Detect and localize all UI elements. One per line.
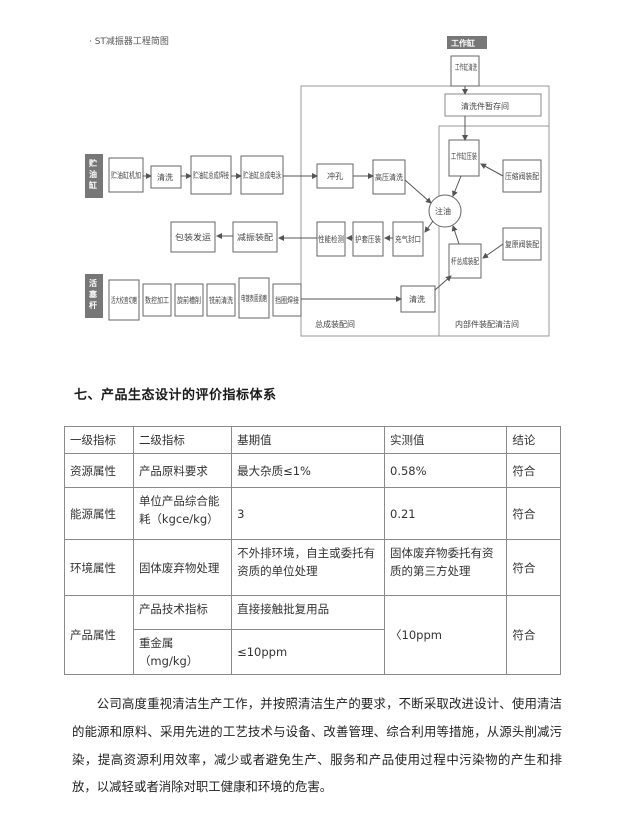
parts-region-label: 内部件装配清洁间	[455, 319, 519, 329]
section-heading: 七、产品生态设计的评价指标体系	[74, 388, 277, 403]
svg-text:贮油缸: 贮油缸	[88, 158, 97, 190]
row-oil-storage: 贮油缸机加 清洗 贮油缸总成焊接 贮油缸总成电泳 冲孔 高压清洗	[108, 155, 432, 204]
table-header: 二级指标	[132, 426, 233, 454]
table-row: 产品属性 产品技术指标 直接接触批复用品 〈10ppm 符合	[64, 595, 561, 675]
node-cyl-press	[448, 139, 480, 177]
work-cylinder-header	[447, 36, 487, 49]
piston-rod-side-label	[85, 274, 103, 318]
node-oil-fill-text: 注油	[435, 206, 451, 216]
table-header-row: 一级指标 二级指标 基期值 实测值 结论	[64, 426, 561, 454]
node-cyl-clean	[450, 55, 480, 87]
table-cell: 0.21	[384, 487, 508, 540]
svg-text:充气封口: 充气封口	[395, 234, 421, 244]
node-restore-valve-text: 复原阀装配	[505, 239, 539, 249]
row-piston-rod: 活大校直切磨 数控加工 旋前槽削 铣前清洗 电镀表面抛磨 挡圈焊接 清洗	[108, 275, 452, 321]
table-cell: 直接接触批复用品	[231, 595, 386, 630]
svg-text:活塞杆: 活塞杆	[88, 278, 98, 310]
table-cell: 能源属性	[64, 487, 134, 540]
svg-text:贮油缸总成焊接: 贮油缸总成焊接	[193, 170, 229, 180]
table-cell: 最大杂质≤1%	[231, 453, 386, 488]
table-cell: 符合	[506, 453, 561, 488]
svg-text:清洗: 清洗	[157, 172, 173, 182]
flow-title: · ST减振器工程简图	[89, 35, 169, 47]
svg-text:贮油缸机加: 贮油缸机加	[111, 170, 141, 180]
svg-text:铣前清洗: 铣前清洗	[209, 295, 233, 305]
node-cleaned-temp-text: 清洗件暂存间	[461, 101, 509, 111]
svg-text:活大校直切磨: 活大校直切磨	[111, 295, 137, 305]
table-cell: 0.58%	[384, 453, 508, 488]
table-cell: 固体废弃物委托有资质的第三方处理	[384, 539, 508, 596]
table-cell: ≤10ppm	[231, 629, 386, 675]
table-cell: 重金属（mg/kg）	[132, 629, 233, 675]
node-piston-asm-text: 杆总成装配	[451, 256, 479, 266]
process-flow-diagram: · ST减振器工程简图 工作缸 总成装配间 内部件装配清洁间 贮油缸 活塞杆 工…	[83, 28, 567, 344]
table-header: 结论	[506, 426, 561, 454]
svg-text:数控加工: 数控加工	[145, 295, 169, 305]
table-cell: 产品技术指标	[132, 595, 233, 630]
svg-text:护套压装: 护套压装	[355, 234, 381, 244]
table-cell: 不外排环境，自主或委托有资质的单位处理	[231, 539, 386, 596]
table-row: 环境属性 固体废弃物处理 不外排环境，自主或委托有资质的单位处理 固体废弃物委托…	[64, 539, 561, 596]
node-oil-fill	[428, 194, 462, 228]
svg-text:减振装配: 减振装配	[237, 232, 273, 242]
table-cell: 符合	[506, 539, 561, 596]
table-cell: 单位产品综合能耗（kgce/kg）	[132, 487, 233, 540]
table-cell: 〈10ppm	[384, 595, 508, 675]
svg-text:旋前槽削: 旋前槽削	[177, 295, 201, 305]
oil-storage-side-label	[85, 154, 103, 198]
svg-text:高压清洗: 高压清洗	[375, 172, 403, 182]
table-cell: 符合	[506, 595, 561, 675]
svg-text:电镀表面抛磨: 电镀表面抛磨	[241, 293, 267, 303]
node-cleaned-temp	[444, 93, 542, 117]
flow-svg: · ST减振器工程简图 工作缸 总成装配间 内部件装配清洁间 贮油缸 活塞杆 工…	[85, 35, 550, 337]
table-cell: 3	[231, 487, 386, 540]
assembly-region-label: 总成装配间	[315, 319, 355, 329]
table-cell: 产品属性	[64, 595, 134, 675]
node-compression-valve-text: 压缩阀装配	[505, 171, 539, 181]
svg-text:挡圈焊接: 挡圈焊接	[275, 295, 299, 305]
table-cell: 环境属性	[64, 539, 134, 596]
table-cell: 符合	[506, 487, 561, 540]
evaluation-table: 一级指标 二级指标 基期值 实测值 结论 资源属性 产品原料要求 最大杂质≤1%…	[64, 426, 561, 675]
node-cyl-press-text: 工作缸压装	[451, 151, 477, 161]
svg-text:贮油缸总成电泳: 贮油缸总成电泳	[243, 170, 281, 180]
body-paragraph: 公司高度重视清洁生产工作，并按照清洁生产的要求，不断采取改进设计、使用清洁的能源…	[72, 696, 562, 795]
table-cell: 固体废弃物处理	[132, 539, 233, 596]
row-assembly: 包装发运 减振装配 性能检测 护套压装 充气封口	[170, 220, 434, 257]
parts-region	[438, 125, 550, 337]
table-header: 实测值	[384, 426, 508, 454]
table-row: 重金属（mg/kg） ≤10ppm	[65, 629, 561, 675]
svg-text:清洗: 清洗	[409, 294, 425, 304]
node-compression-valve	[502, 159, 542, 193]
table-header: 一级指标	[64, 426, 134, 454]
node-cyl-clean-text: 工作缸清洗	[455, 62, 477, 72]
svg-text:性能检测: 性能检测	[318, 234, 344, 244]
node-restore-valve	[502, 227, 542, 261]
node-piston-asm	[448, 243, 482, 279]
work-cylinder-label: 工作缸	[451, 38, 475, 48]
table-cell: 资源属性	[64, 453, 134, 488]
table-row: 能源属性 单位产品综合能耗（kgce/kg） 3 0.21 符合	[64, 487, 561, 540]
table-header: 基期值	[231, 426, 386, 454]
svg-text:冲孔: 冲孔	[327, 171, 343, 181]
svg-text:包装发运: 包装发运	[175, 232, 211, 242]
table-row: 资源属性 产品原料要求 最大杂质≤1% 0.58% 符合	[64, 453, 561, 488]
table-cell: 产品原料要求	[132, 453, 233, 488]
